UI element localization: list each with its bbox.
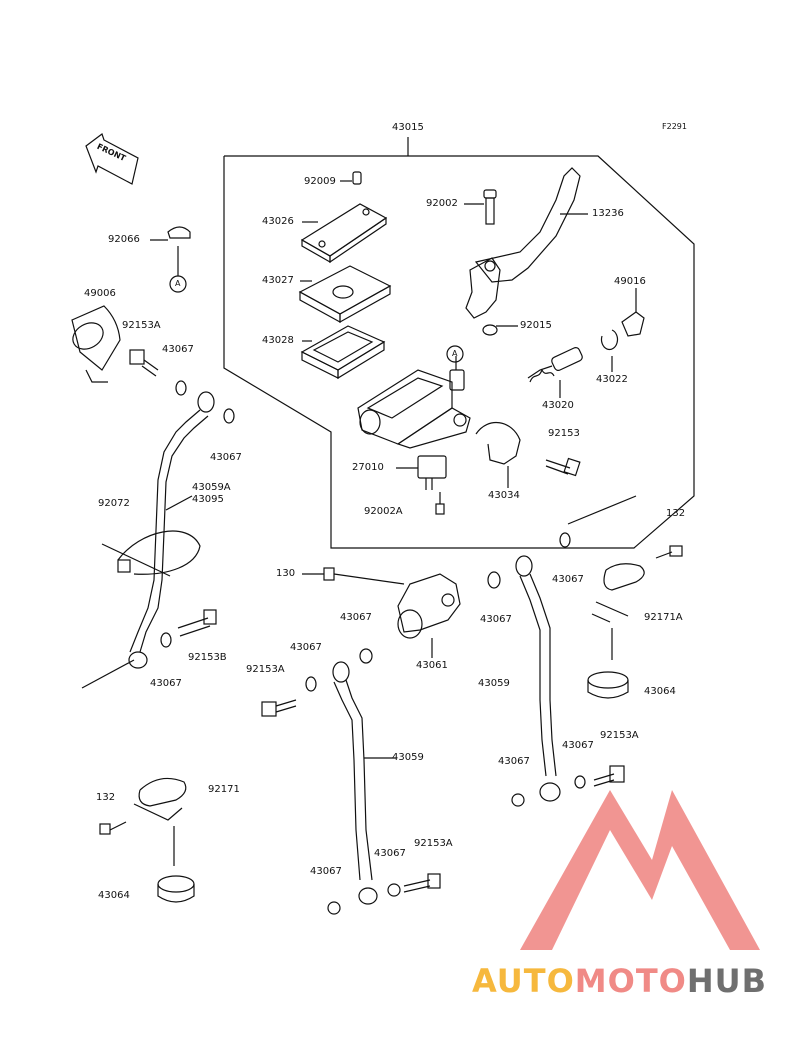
watermark-logo-mark (520, 790, 760, 950)
label-92002: 92002 (426, 198, 458, 209)
bolt-92153A-left (129, 349, 159, 377)
bolt-132-right (655, 545, 683, 559)
bolt-92153 (545, 457, 581, 477)
clip-92171A (591, 563, 645, 660)
boot-49006 (71, 305, 121, 383)
cap-92066 (150, 226, 191, 276)
label-92009: 92009 (304, 176, 336, 187)
label-43064-2: 43064 (98, 890, 130, 901)
watermark-part-moto: MOTO (574, 962, 687, 1000)
switch-27010 (396, 455, 447, 490)
front-arrow-shape (85, 133, 139, 185)
label-43059-1: 43059 (478, 678, 510, 689)
clip-92171 (133, 777, 187, 866)
label-43095: 43095 (192, 494, 224, 505)
label-92171: 92171 (208, 784, 240, 795)
label-92072: 92072 (98, 498, 130, 509)
label-130: 130 (276, 568, 296, 579)
label-43026: 43026 (262, 216, 294, 227)
label-92153B: 92153B (188, 652, 227, 663)
label-43067-3: 43067 (150, 678, 182, 689)
label-92171A: 92171A (644, 612, 683, 623)
label-43067-10: 43067 (374, 848, 406, 859)
label-13236: 13236 (592, 208, 624, 219)
bolt-92153B (177, 609, 217, 637)
label-43067-9: 43067 (498, 756, 530, 767)
hose-43059A (128, 391, 215, 669)
piston-kit-43020 (527, 347, 583, 398)
grommet-43064-left (157, 875, 195, 903)
bolt-92153A-mid (261, 699, 297, 717)
label-132-2: 132 (96, 792, 116, 803)
label-92153A-3: 92153A (600, 730, 639, 741)
label-43064-1: 43064 (644, 686, 676, 697)
label-43067-8: 43067 (562, 740, 594, 751)
label-43059A: 43059A (192, 482, 231, 493)
watermark-logo-text: AUTOMOTOHUB (472, 962, 767, 1000)
watermark-part-auto: AUTO (472, 962, 575, 1000)
hose-43059-middle (332, 661, 396, 905)
label-43067-6: 43067 (480, 614, 512, 625)
screw-92002A (435, 492, 445, 515)
watermark-part-hub: HUB (686, 962, 768, 1000)
label-43067-2: 43067 (210, 452, 242, 463)
bolt-132-left (99, 821, 127, 835)
label-43061: 43061 (416, 660, 448, 671)
figure-code: F2291 (662, 122, 687, 131)
bolt-92153A-lower (403, 873, 441, 893)
clamp-43034 (475, 421, 521, 488)
label-92153: 92153 (548, 428, 580, 439)
pin-92002 (464, 189, 497, 225)
clamp-92072 (101, 530, 201, 577)
diaphragm-43028 (300, 325, 386, 380)
callout-a-left: A (175, 279, 181, 288)
circlip-43022 (600, 329, 619, 372)
label-43015: 43015 (392, 122, 424, 133)
plate-43027 (298, 265, 392, 324)
label-43067-4: 43067 (552, 574, 584, 585)
label-43059-2: 43059 (392, 752, 424, 763)
boot-49016 (621, 288, 645, 337)
bolt-92153A-right (593, 765, 625, 787)
nut-92015 (482, 324, 518, 336)
label-43034: 43034 (488, 490, 520, 501)
label-43067-1: 43067 (162, 344, 194, 355)
label-43067-5: 43067 (340, 612, 372, 623)
grommet-43064-right (587, 671, 629, 699)
hose-43059-right (515, 555, 561, 802)
cap-43026 (300, 203, 388, 264)
label-49016: 49016 (614, 276, 646, 287)
label-43067-7: 43067 (290, 642, 322, 653)
label-43028: 43028 (262, 335, 294, 346)
label-43020: 43020 (542, 400, 574, 411)
label-43022: 43022 (596, 374, 628, 385)
lever-13236 (465, 167, 588, 319)
label-132-1: 132 (666, 508, 686, 519)
screw-92009 (340, 171, 362, 185)
bolt-130 (302, 567, 405, 585)
joint-43061 (397, 573, 461, 658)
master-cylinder-body (357, 356, 471, 449)
label-92153A-1: 92153A (122, 320, 161, 331)
assembly-outline (223, 155, 695, 549)
label-92002A: 92002A (364, 506, 403, 517)
label-49006: 49006 (84, 288, 116, 299)
callout-a-top: A (452, 349, 458, 358)
label-92153A-4: 92153A (414, 838, 453, 849)
label-92066: 92066 (108, 234, 140, 245)
label-43067-11: 43067 (310, 866, 342, 877)
label-92153A-2: 92153A (246, 664, 285, 675)
label-43027: 43027 (262, 275, 294, 286)
label-92015: 92015 (520, 320, 552, 331)
label-27010: 27010 (352, 462, 384, 473)
